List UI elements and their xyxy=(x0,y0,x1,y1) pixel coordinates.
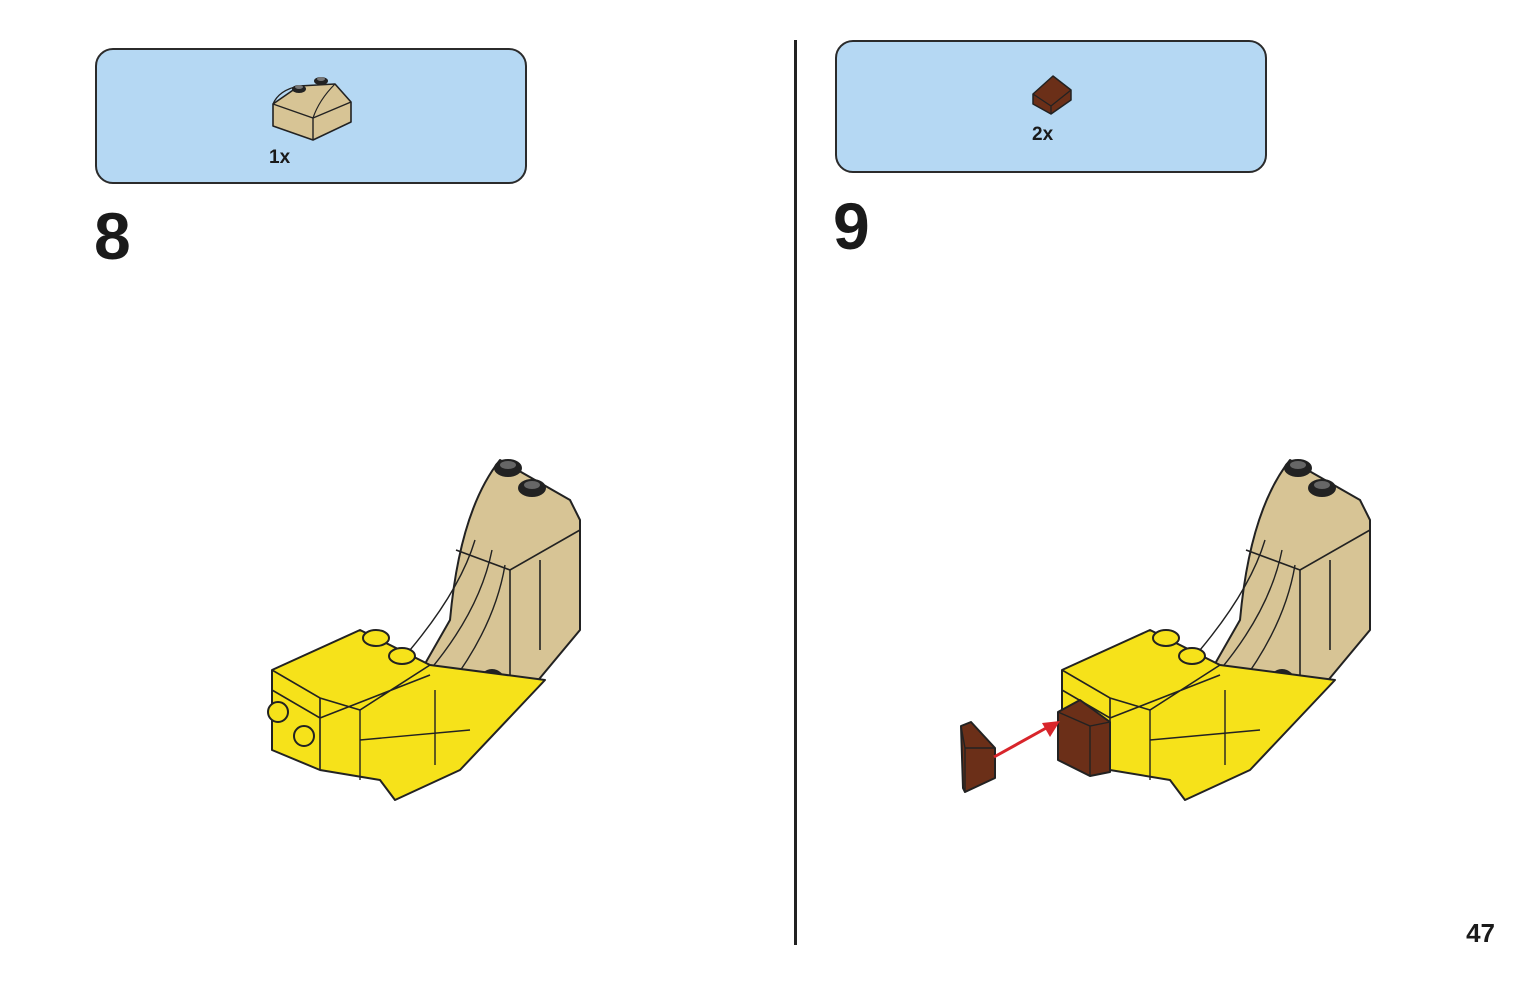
brown-slope-loose-icon xyxy=(960,721,996,793)
brown-slope-1x1-icon xyxy=(1032,75,1072,115)
step-number: 9 xyxy=(833,189,870,263)
page-number: 47 xyxy=(1466,918,1495,948)
tan-curved-slope-2x2-icon xyxy=(272,77,352,141)
step-9-model xyxy=(1057,459,1371,801)
part-quantity: 1x xyxy=(269,147,291,168)
step-number: 8 xyxy=(94,199,131,273)
placement-arrow-icon xyxy=(993,721,1060,759)
parts-callout-step-9: 2x xyxy=(835,40,1267,173)
part-quantity: 2x xyxy=(1032,124,1054,145)
parts-callout-step-8: 1x xyxy=(95,48,527,184)
step-8-model xyxy=(267,459,581,801)
page-divider xyxy=(794,40,797,945)
